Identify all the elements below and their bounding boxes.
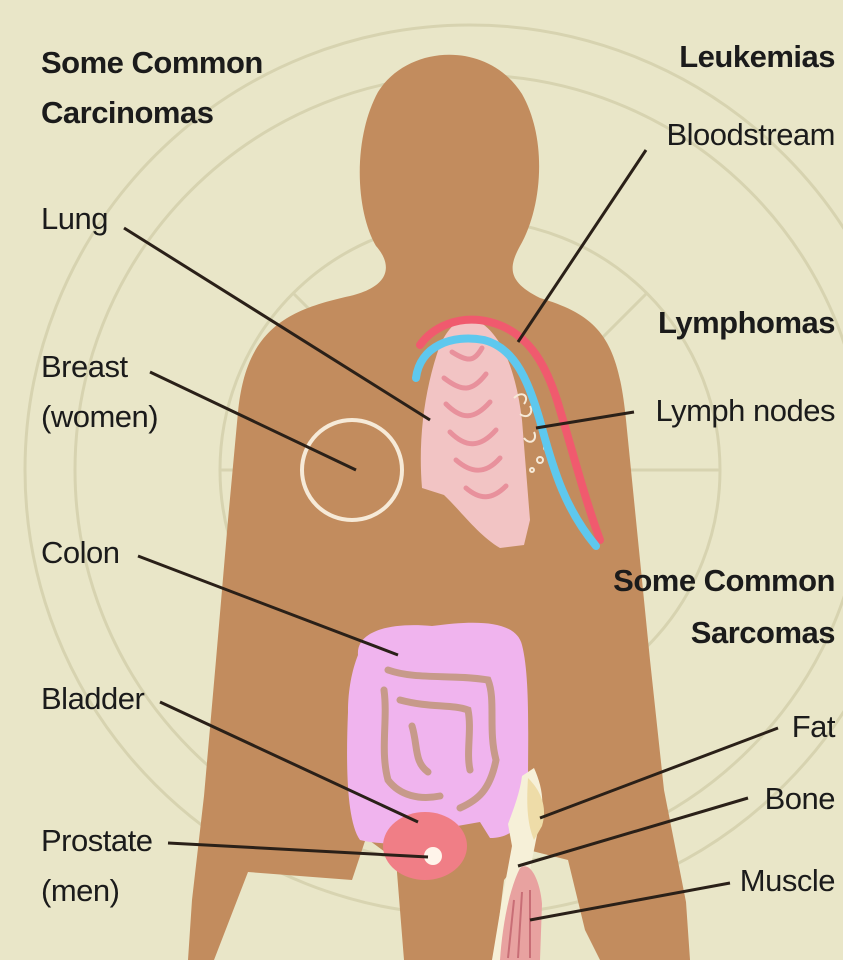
leukemias-heading: Leukemias	[679, 38, 835, 76]
carcinomas-heading-line2: Carcinomas	[41, 94, 213, 132]
label-breast: Breast	[41, 348, 128, 386]
colon-shape	[347, 623, 528, 844]
label-breast-women: (women)	[41, 398, 158, 436]
bladder-shape	[383, 812, 467, 880]
carcinomas-heading-line1: Some Common	[41, 44, 263, 82]
label-lymph-nodes: Lymph nodes	[656, 392, 835, 430]
label-fat: Fat	[792, 708, 835, 746]
label-muscle: Muscle	[740, 862, 835, 900]
label-prostate: Prostate	[41, 822, 152, 860]
label-lung: Lung	[41, 200, 108, 238]
label-bladder: Bladder	[41, 680, 144, 718]
label-prostate-men: (men)	[41, 872, 119, 910]
label-bloodstream: Bloodstream	[666, 116, 835, 154]
sarcomas-heading-line2: Sarcomas	[691, 614, 835, 652]
sarcomas-heading-line1: Some Common	[613, 562, 835, 600]
label-colon: Colon	[41, 534, 120, 572]
label-bone: Bone	[765, 780, 835, 818]
lymphomas-heading: Lymphomas	[658, 304, 835, 342]
